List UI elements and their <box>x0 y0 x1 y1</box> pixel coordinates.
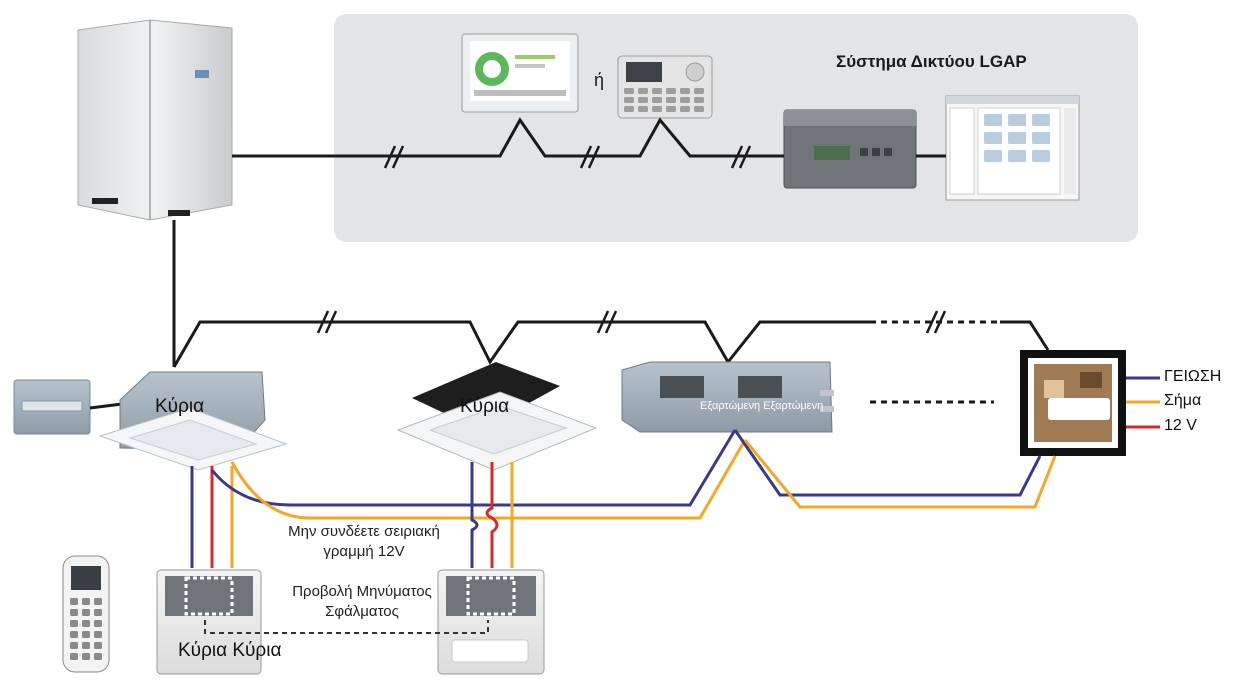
keypad-key <box>652 88 662 94</box>
signal-terminal-label: Σήμα <box>1164 392 1202 409</box>
pc-software-screen <box>945 95 1080 201</box>
cassette-unit-1 <box>98 371 288 471</box>
keypad-key <box>666 106 676 112</box>
controller-link-dashed <box>204 620 489 634</box>
keypad-key <box>624 88 634 94</box>
pc-device-icon <box>1032 114 1050 126</box>
keypad-key <box>694 106 704 112</box>
controllers-label: Κύρια Κύρια <box>178 640 282 661</box>
network-system-title: Σύστημα Δικτύου LGAP <box>836 52 1027 71</box>
pc-device-icon <box>984 114 1002 126</box>
touch-controller <box>461 33 579 113</box>
cassette-1-label: Κύρια <box>155 396 205 417</box>
cassette-2-label: Κύρια <box>460 396 510 417</box>
remote-key <box>82 642 90 649</box>
error-message-line-2: Σφάλματος <box>325 603 399 620</box>
keypad-key <box>638 106 648 112</box>
no-serial-note-line-1: Μην συνδέετε σειριακή <box>288 523 440 540</box>
error-message-note: Προβολή Μηνύματος Σφάλματος <box>262 582 462 622</box>
remote-key <box>70 642 78 649</box>
remote-key <box>82 598 90 605</box>
pc-device-icon <box>1008 132 1026 144</box>
no-serial-note: Μην συνδέετε σειριακή γραμμή 12V <box>256 522 472 562</box>
remote-key <box>70 631 78 638</box>
error-message-line-1: Προβολή Μηνύματος <box>292 583 432 600</box>
remote-key <box>94 620 102 627</box>
keypad-key <box>680 97 690 103</box>
keypad-key <box>666 97 676 103</box>
remote-key <box>94 598 102 605</box>
power-terminal-label: 12 V <box>1164 417 1197 434</box>
remote-keys <box>70 598 102 660</box>
remote-key <box>70 598 78 605</box>
duct-unit <box>621 361 834 433</box>
wired-controller-1 <box>156 569 262 675</box>
ground-terminal-label: ΓΕΙΩΣΗ <box>1164 368 1222 385</box>
duct-pcb-wires <box>733 429 1057 509</box>
keypad-key <box>638 97 648 103</box>
or-label: ή <box>594 70 605 90</box>
pc-device-icon <box>1032 150 1050 162</box>
remote-key <box>94 642 102 649</box>
keypad-key <box>666 88 676 94</box>
remote-key <box>70 609 78 616</box>
keypad-key <box>624 106 634 112</box>
comm-line-network <box>232 117 784 158</box>
remote-key <box>70 620 78 627</box>
pc-device-icon <box>1008 114 1026 126</box>
remote-key <box>70 653 78 660</box>
box-cable <box>89 402 123 410</box>
remote-key <box>82 609 90 616</box>
keypad-key <box>680 88 690 94</box>
keypad-key <box>624 97 634 103</box>
remote-key <box>94 653 102 660</box>
cassette-unit-2 <box>396 362 598 471</box>
pc-device-icon <box>1032 132 1050 144</box>
duct-unit-label: Εξαρτώμενη Εξαρτώμενη <box>700 400 824 412</box>
outdoor-unit <box>77 19 233 221</box>
break-marks-network <box>383 145 752 169</box>
keypad-key <box>694 97 704 103</box>
keypad-key <box>694 88 704 94</box>
wired-box-left <box>13 379 91 435</box>
wired-controller-2 <box>437 569 545 675</box>
remote-key <box>82 631 90 638</box>
keypad-key <box>652 106 662 112</box>
remote-key <box>94 609 102 616</box>
network-gateway <box>783 109 917 189</box>
break-marks-indoor <box>316 310 947 334</box>
remote-key <box>94 631 102 638</box>
cassette-1-wires <box>190 429 747 568</box>
remote-key <box>82 620 90 627</box>
keypad-keys <box>624 88 704 112</box>
keypad-key <box>680 106 690 112</box>
pc-device-icon <box>984 132 1002 144</box>
no-serial-note-line-2: γραμμή 12V <box>323 543 405 560</box>
comm-line-indoor-end <box>1000 320 1050 351</box>
comm-line-indoor <box>172 320 870 368</box>
keypad-key <box>652 97 662 103</box>
pc-icons <box>984 114 1050 162</box>
keypad-key <box>638 88 648 94</box>
cassette-2-wires <box>470 462 514 568</box>
remote-key <box>82 653 90 660</box>
control-pcb <box>1020 350 1126 456</box>
pc-device-icon <box>1008 150 1026 162</box>
pc-device-icon <box>984 150 1002 162</box>
